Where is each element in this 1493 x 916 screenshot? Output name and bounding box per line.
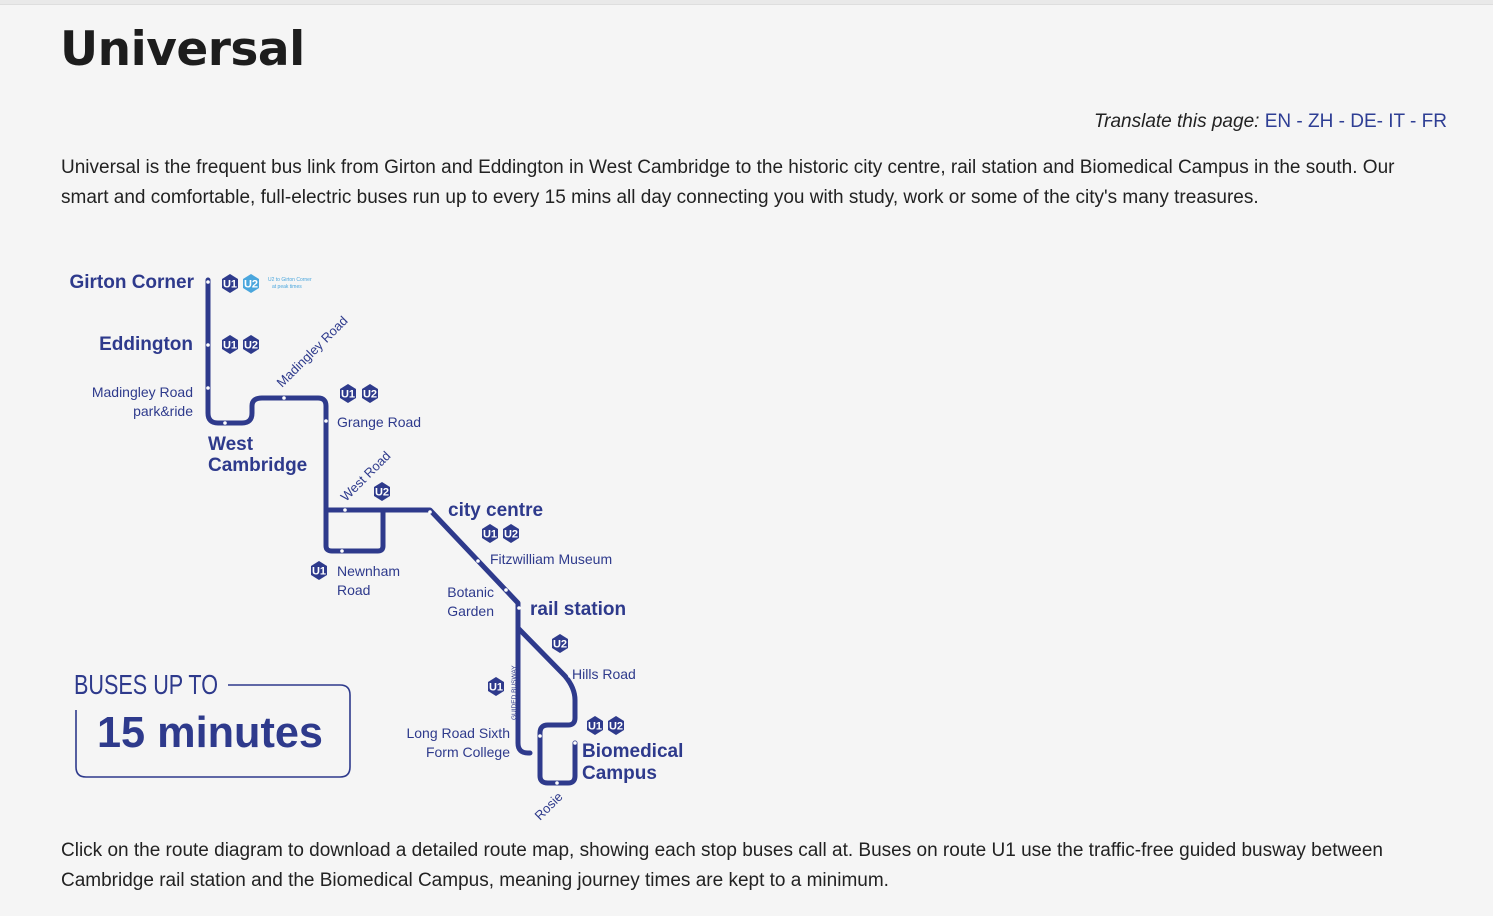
top-border — [0, 0, 1493, 5]
page-title: Universal — [60, 22, 305, 77]
svg-text:U2: U2 — [553, 639, 567, 651]
route-badge-u1: U1 — [482, 524, 498, 543]
stop-label-botanic-garden: Garden — [447, 603, 494, 619]
stop-label-long-road: Long Road Sixth — [406, 725, 510, 741]
route-badges: U1 U2 U1 U2 U1 U2 U2 U1 U2 U1 U2 U1 U1 U… — [222, 274, 624, 735]
svg-text:U2: U2 — [504, 529, 518, 541]
lang-separator: - — [1404, 111, 1422, 132]
route-badge-u1: U1 — [340, 384, 356, 403]
stop-label-eddington: Eddington — [99, 334, 193, 355]
lang-separator: - — [1291, 111, 1308, 132]
svg-text:U1: U1 — [483, 529, 497, 541]
route-lines — [205, 277, 578, 786]
stop-label-newnham-road: Road — [337, 582, 370, 598]
stop-label-hills-road: Hills Road — [572, 666, 636, 682]
route-badge-u2: U2 — [243, 335, 259, 354]
stop-label-madingley-park-ride: Madingley Road — [92, 384, 193, 400]
stop-dot — [517, 606, 521, 610]
stop-dot — [428, 510, 432, 514]
road-label-madingley-road: Madingley Road — [274, 313, 351, 390]
route-badge-u2: U2 — [503, 524, 519, 543]
svg-text:U1: U1 — [489, 682, 503, 694]
route-diagram: U1 U2 U1 U2 U1 U2 U2 U1 U2 U1 U2 U1 U1 U… — [69, 272, 683, 823]
route-badge-u2: U2 — [552, 634, 568, 653]
stop-dot — [206, 280, 210, 284]
stop-dot — [282, 396, 286, 400]
svg-text:U1: U1 — [223, 279, 237, 291]
frequency-badge: BUSES UP TO 15 minutes — [74, 669, 351, 778]
lang-link-fr[interactable]: FR — [1421, 111, 1447, 132]
stop-label-botanic-garden: Botanic — [447, 584, 494, 600]
lang-link-it[interactable]: IT — [1388, 111, 1405, 132]
stop-dot — [538, 734, 542, 738]
translate-label: Translate this page: — [1093, 111, 1260, 132]
frequency-badge-value: 15 minutes — [97, 708, 323, 757]
stop-label-city-centre: city centre — [448, 500, 543, 521]
lang-separator: - — [1333, 111, 1351, 132]
route-badge-u1: U1 — [222, 335, 238, 354]
svg-text:U1: U1 — [588, 721, 602, 733]
frequency-badge-label: BUSES UP TO — [74, 669, 218, 700]
stop-label-rosie: Rosie — [532, 789, 566, 823]
stop-dot — [223, 421, 227, 425]
stop-dot — [504, 588, 508, 592]
stop-label-rail-station: rail station — [530, 599, 626, 620]
stop-label-west-cambridge: Cambridge — [208, 455, 307, 476]
stop-dot — [324, 419, 328, 423]
footer-paragraph: Click on the route diagram to download a… — [61, 840, 1383, 891]
stop-label-fitzwilliam-museum: Fitzwilliam Museum — [490, 551, 612, 567]
stop-dot — [555, 781, 559, 785]
route-diagram-link[interactable]: U1 U2 U1 U2 U1 U2 U2 U1 U2 U1 U2 U1 U1 U… — [60, 258, 700, 828]
translate-bar: Translate this page: EN - ZH - DE- IT - … — [1094, 111, 1447, 133]
u2-peak-note: U2 to Girton Corner — [268, 277, 312, 283]
lang-separator: - — [1376, 111, 1389, 132]
route-line-newnham-loop — [323, 507, 386, 554]
lang-link-de[interactable]: DE — [1350, 111, 1377, 132]
stop-label-biomedical-campus: Campus — [582, 763, 657, 784]
label-guided-busway: GUIDED BUSWAY — [511, 665, 518, 720]
stop-label-grange-road: Grange Road — [337, 414, 421, 430]
frequency-badge-frame — [75, 684, 351, 778]
stop-label-west-cambridge: West — [208, 434, 254, 455]
stop-dot — [206, 343, 210, 347]
stop-label-long-road: Form College — [426, 744, 510, 760]
stop-dot — [343, 508, 347, 512]
stop-dot — [476, 559, 480, 563]
intro-paragraph: Universal is the frequent bus link from … — [61, 157, 1395, 208]
route-line-hills-road — [515, 625, 578, 786]
stop-markers — [206, 280, 577, 785]
route-badge-u2: U2 — [243, 274, 259, 293]
stop-dot — [206, 386, 210, 390]
svg-text:U2: U2 — [609, 721, 623, 733]
route-badge-u1: U1 — [222, 274, 238, 293]
stop-dot — [340, 549, 344, 553]
svg-text:U1: U1 — [312, 566, 326, 578]
route-badge-u2: U2 — [608, 716, 624, 735]
stop-label-newnham-road: Newnham — [337, 563, 400, 579]
lang-link-en[interactable]: EN — [1264, 111, 1292, 132]
svg-text:U2: U2 — [375, 487, 389, 499]
route-badge-u2: U2 — [374, 482, 390, 501]
svg-text:U2: U2 — [363, 389, 377, 401]
stop-label-girton-corner: Girton Corner — [69, 272, 194, 293]
stop-dot — [568, 674, 572, 678]
route-badge-u1: U1 — [311, 561, 327, 580]
svg-text:U1: U1 — [341, 389, 355, 401]
u2-peak-note: at peak times — [272, 284, 302, 290]
svg-text:U2: U2 — [244, 279, 258, 291]
stop-label-madingley-park-ride: park&ride — [133, 403, 193, 419]
lang-link-zh[interactable]: ZH — [1308, 111, 1334, 132]
svg-text:U1: U1 — [223, 340, 237, 352]
svg-text:U2: U2 — [244, 340, 258, 352]
route-line-main — [205, 277, 533, 756]
route-badge-u2: U2 — [362, 384, 378, 403]
stop-dot — [573, 741, 577, 745]
route-badge-u1: U1 — [488, 677, 504, 696]
route-badge-u1: U1 — [587, 716, 603, 735]
stop-label-biomedical-campus: Biomedical — [582, 741, 683, 762]
